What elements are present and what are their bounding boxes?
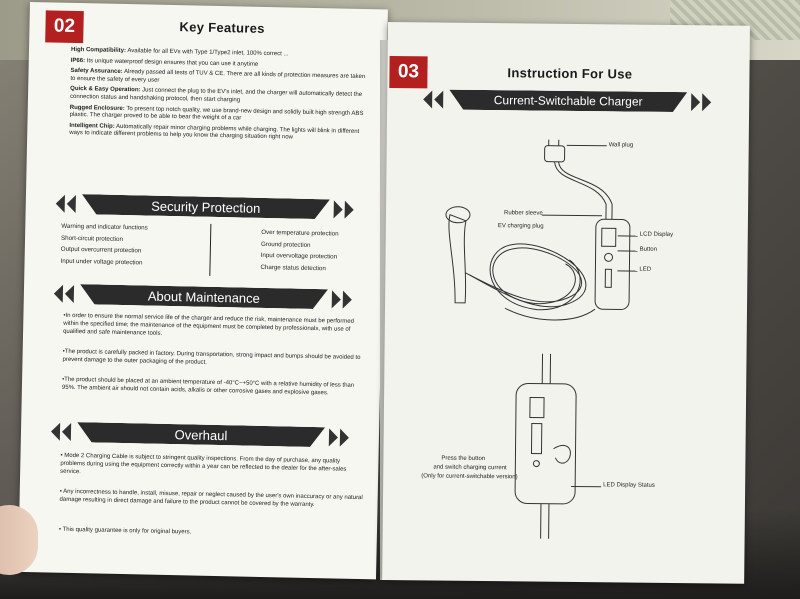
right-page-title: Instruction For Use xyxy=(507,65,633,82)
left-page-number: 02 xyxy=(45,10,84,44)
lcd-display-label: LCD Display xyxy=(639,231,674,238)
lcd-leader xyxy=(617,235,638,237)
overhaul-paragraph: • Mode 2 Charging Cable is subject to st… xyxy=(60,452,347,475)
security-list-left: Warning and indicator functions Short-ci… xyxy=(60,221,148,269)
left-page-title: Key Features xyxy=(179,19,265,36)
led-status-label: LED Display Status xyxy=(603,482,655,489)
overhaul-heading: Overhaul xyxy=(77,422,325,447)
maintenance-paragraph: •The product should be placed at an ambi… xyxy=(61,376,355,397)
overhaul-paragraph: • Any incorrectness to handle, install, … xyxy=(59,488,363,508)
list-item: Input overvoltage protection xyxy=(260,251,338,261)
list-item: Charge status detection xyxy=(260,263,326,272)
switch-current-label: and switch charging current xyxy=(433,464,507,472)
right-page-number: 03 xyxy=(389,56,428,89)
control-box-diagram xyxy=(514,353,577,539)
rubber-sleeve-label: Rubber sleeve xyxy=(503,210,543,217)
security-list-right: Over temperature protection Ground prote… xyxy=(260,227,338,275)
version-note-label: (Only for current-switchable version) xyxy=(421,473,518,481)
feature-list: High Compatibility: Available for all EV… xyxy=(69,47,371,144)
led-leader xyxy=(617,270,638,272)
security-protection-banner: Security Protection xyxy=(55,193,356,221)
maintenance-paragraph: •In order to ensure the normal service l… xyxy=(63,312,355,337)
button-leader xyxy=(617,250,638,252)
ev-plug-label: EV charging plug xyxy=(497,223,544,230)
maintenance-paragraph: •The product is carefully packed in fact… xyxy=(62,348,361,366)
feature-item: Intelligent Chip: Automatically repair m… xyxy=(69,122,360,141)
wall-plug-label: Wall plug xyxy=(608,142,634,149)
press-button-label: Press the button xyxy=(441,455,486,463)
thumb xyxy=(0,505,38,575)
led-label: LED xyxy=(639,266,652,273)
list-item: Input under voltage protection xyxy=(60,257,143,266)
column-divider xyxy=(209,223,212,276)
overhaul-paragraph: • This quality guarantee is only for ori… xyxy=(58,526,192,536)
list-item: Over temperature protection xyxy=(261,228,339,238)
overhaul-banner: Overhaul xyxy=(50,421,351,449)
about-maintenance-banner: About Maintenance xyxy=(53,283,354,311)
left-page: 02 Key Features High Compatibility: Avai… xyxy=(18,2,388,580)
security-protection-heading: Security Protection xyxy=(82,194,330,219)
button-label: Button xyxy=(639,246,658,253)
charger-type-heading: Current-Switchable Charger xyxy=(449,90,687,112)
about-maintenance-heading: About Maintenance xyxy=(80,284,328,309)
right-page: 03 Instruction For Use Current-Switchabl… xyxy=(382,22,750,584)
charger-cable-diagram xyxy=(445,139,631,321)
charger-type-banner: Current-Switchable Charger xyxy=(423,88,713,113)
